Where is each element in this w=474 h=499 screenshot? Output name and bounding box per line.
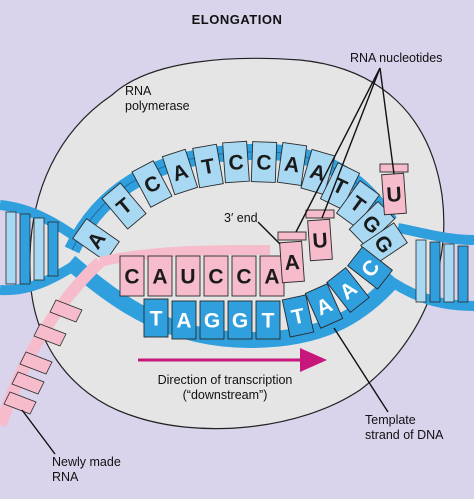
newly-made-rna-label-line2: RNA: [52, 470, 79, 484]
downstream-dna-rungs: [415, 239, 469, 303]
diagram-title: ELONGATION: [192, 12, 283, 27]
rna-base-3-letter: C: [208, 266, 223, 289]
incoming-nucleotide-1-tile: U: [307, 218, 333, 262]
template-base-5: T: [281, 294, 315, 338]
coding-base-6: C: [250, 141, 278, 183]
downstream-dna-backbone-top: [397, 223, 474, 245]
template-base-1: A: [171, 300, 197, 340]
coding-base-1: T: [101, 182, 147, 230]
coding-base-2: C: [131, 160, 173, 208]
rna-strand-backbone: [98, 245, 271, 267]
incoming-nucleotide-2-tile-letter: U: [386, 183, 403, 207]
coding-base-6-letter: C: [256, 151, 272, 175]
template-base-5-letter: T: [290, 304, 307, 329]
incoming-nucleotide-0-tile: A: [279, 240, 305, 284]
template-base-0-letter: T: [150, 308, 163, 331]
template-strand-backbone: [64, 255, 402, 349]
coding-base-4: T: [192, 143, 224, 189]
rna-base-2-letter: U: [180, 266, 195, 289]
incoming-nucleotide-1: U: [305, 209, 335, 262]
rna-base-1-letter: A: [152, 266, 167, 289]
rna-base-4: C: [231, 255, 257, 297]
template-label-line1: Template: [365, 413, 416, 427]
newly-made-rna-bases: [3, 299, 83, 415]
rna-nucleotides-label: RNA nucleotides: [350, 51, 442, 65]
coding-base-4-letter: T: [200, 155, 217, 180]
rna-base-5-letter: A: [264, 266, 279, 289]
direction-label-line2: (“downstream”): [183, 388, 268, 402]
coding-base-10: T: [335, 180, 381, 228]
polymerase-label-line1: RNA: [125, 84, 152, 98]
coding-base-7-letter: A: [283, 153, 301, 178]
rna-base-5: A: [259, 255, 285, 297]
template-base-2-letter: G: [204, 310, 220, 333]
template-base-3-letter: G: [232, 310, 248, 333]
upstream-dna-rungs: [5, 211, 59, 285]
polymerase-label-line2: polymerase: [125, 99, 190, 113]
template-base-4: T: [255, 300, 281, 340]
rna-base-0-letter: C: [124, 266, 139, 289]
direction-label-line1: Direction of transcription: [158, 373, 293, 387]
template-base-4-letter: T: [262, 310, 275, 333]
rna-nucleotides-pointer-lines: [295, 67, 395, 233]
template-label-line2: strand of DNA: [365, 428, 444, 442]
newly-made-rna-pointer: [21, 409, 56, 455]
newly-made-rna-label-line1: Newly made: [52, 455, 121, 469]
coding-base-5-letter: C: [228, 151, 245, 175]
template-pointer: [333, 327, 389, 413]
template-base-3: G: [227, 300, 253, 340]
incoming-nucleotide-0-tile-letter: A: [284, 251, 301, 275]
rna-base-2: U: [175, 255, 201, 297]
coding-base-5: C: [222, 140, 250, 184]
coding-base-0: A: [72, 218, 120, 262]
three-prime-end-pointer: [257, 221, 281, 245]
incoming-nucleotide-0: A: [277, 231, 307, 284]
rna-base-1: A: [147, 255, 173, 297]
incoming-nucleotide-1-tile-letter: U: [312, 229, 329, 253]
template-base-1-letter: A: [176, 310, 191, 333]
coding-base-3: A: [161, 148, 199, 196]
template-base-6: A: [304, 283, 344, 329]
rna-base-0: C: [119, 255, 145, 297]
rna-base-4-letter: C: [236, 266, 251, 289]
template-base-2: G: [199, 300, 225, 340]
template-base-0: T: [143, 298, 169, 338]
three-prime-end-label: 3′ end: [224, 211, 258, 225]
coding-base-7: A: [276, 142, 308, 186]
rna-base-3: C: [203, 255, 229, 297]
coding-base-3-letter: A: [170, 160, 192, 187]
incoming-nucleotide-2-tile: U: [381, 172, 407, 216]
